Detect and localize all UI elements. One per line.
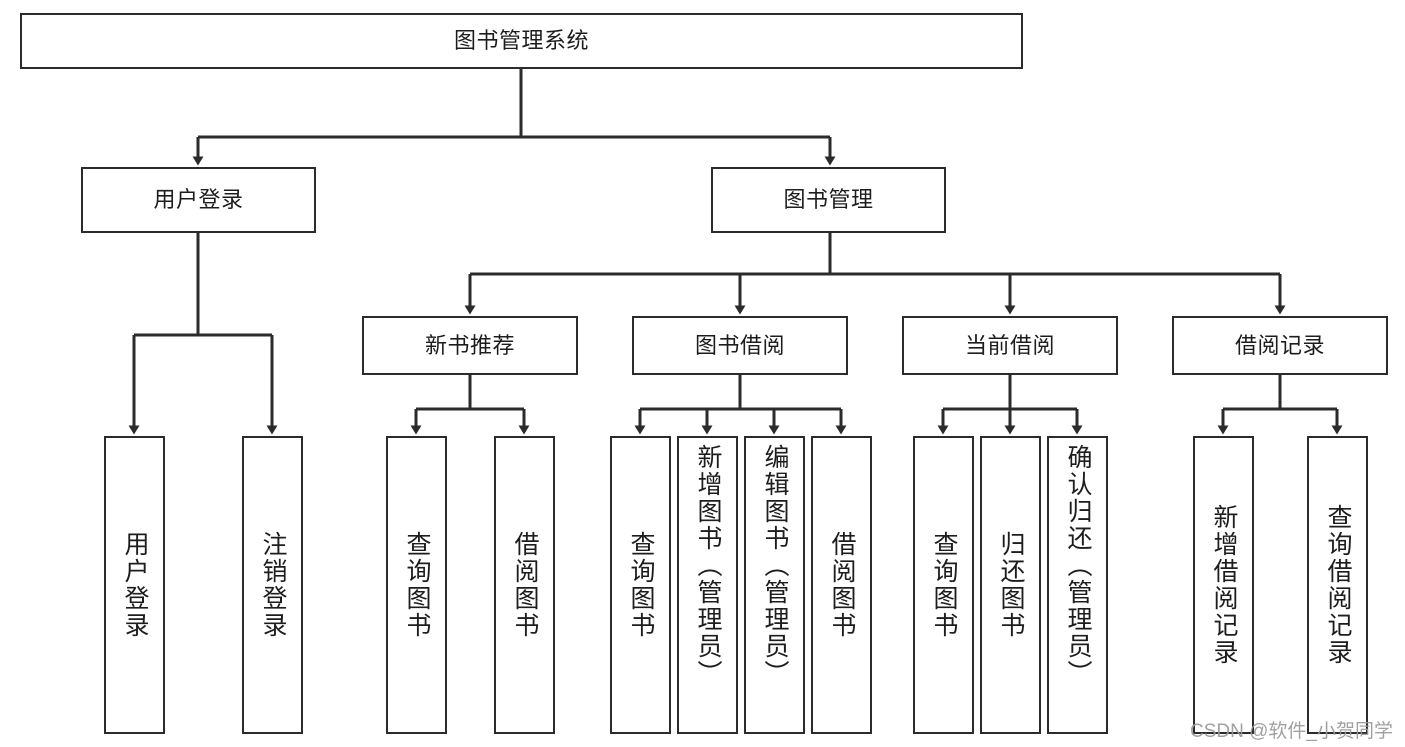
leaf-book-borrow-edit-book-admin[interactable]: 编辑图书（管理员） <box>744 436 805 734</box>
node-label: 图书管理 <box>783 187 874 213</box>
leaf-book-borrow-query-book[interactable]: 查询图书 <box>610 436 671 734</box>
node-borrow-record[interactable]: 借阅记录 <box>1172 316 1388 375</box>
leaf-label: 查询借阅记录 <box>1324 504 1352 666</box>
leaf-label: 新增借阅记录 <box>1210 504 1238 666</box>
node-current-borrow[interactable]: 当前借阅 <box>902 316 1118 375</box>
node-label: 图书借阅 <box>694 332 785 358</box>
leaf-label: 注销登录 <box>259 531 287 639</box>
leaf-label: 归还图书 <box>997 531 1025 639</box>
leaf-label: 查询图书 <box>403 531 431 639</box>
leaf-label: 用户登录 <box>121 531 149 639</box>
leaf-label: 确认归还（管理员） <box>1064 444 1092 687</box>
node-label: 图书管理系统 <box>453 28 589 54</box>
node-book-management[interactable]: 图书管理 <box>711 167 946 233</box>
leaf-user-login-signin[interactable]: 用户登录 <box>104 436 165 734</box>
leaf-user-login-signout[interactable]: 注销登录 <box>242 436 303 734</box>
leaf-borrow-record-query-record[interactable]: 查询借阅记录 <box>1307 436 1368 734</box>
leaf-label: 借阅图书 <box>828 531 856 639</box>
node-new-book-recommend[interactable]: 新书推荐 <box>362 316 578 375</box>
node-book-borrow[interactable]: 图书借阅 <box>632 316 848 375</box>
leaf-new-book-query-book[interactable]: 查询图书 <box>386 436 447 734</box>
leaf-book-borrow-borrow-book[interactable]: 借阅图书 <box>811 436 872 734</box>
leaf-current-borrow-confirm-return-admin[interactable]: 确认归还（管理员） <box>1047 436 1108 734</box>
leaf-current-borrow-query-book[interactable]: 查询图书 <box>913 436 974 734</box>
leaf-new-book-borrow-book[interactable]: 借阅图书 <box>494 436 555 734</box>
node-label: 新书推荐 <box>424 332 515 358</box>
node-user-login[interactable]: 用户登录 <box>81 167 316 233</box>
leaf-label: 借阅图书 <box>511 531 539 639</box>
leaf-borrow-record-add-record[interactable]: 新增借阅记录 <box>1193 436 1254 734</box>
leaf-current-borrow-return-book[interactable]: 归还图书 <box>980 436 1041 734</box>
leaf-label: 查询图书 <box>627 531 655 639</box>
node-label: 用户登录 <box>153 187 244 213</box>
leaf-book-borrow-add-book-admin[interactable]: 新增图书（管理员） <box>677 436 738 734</box>
leaf-label: 新增图书（管理员） <box>694 444 722 687</box>
leaf-label: 查询图书 <box>930 531 958 639</box>
node-label: 当前借阅 <box>964 332 1055 358</box>
node-label: 借阅记录 <box>1234 332 1325 358</box>
leaf-label: 编辑图书（管理员） <box>761 444 789 687</box>
node-root-book-management-system[interactable]: 图书管理系统 <box>20 13 1023 69</box>
